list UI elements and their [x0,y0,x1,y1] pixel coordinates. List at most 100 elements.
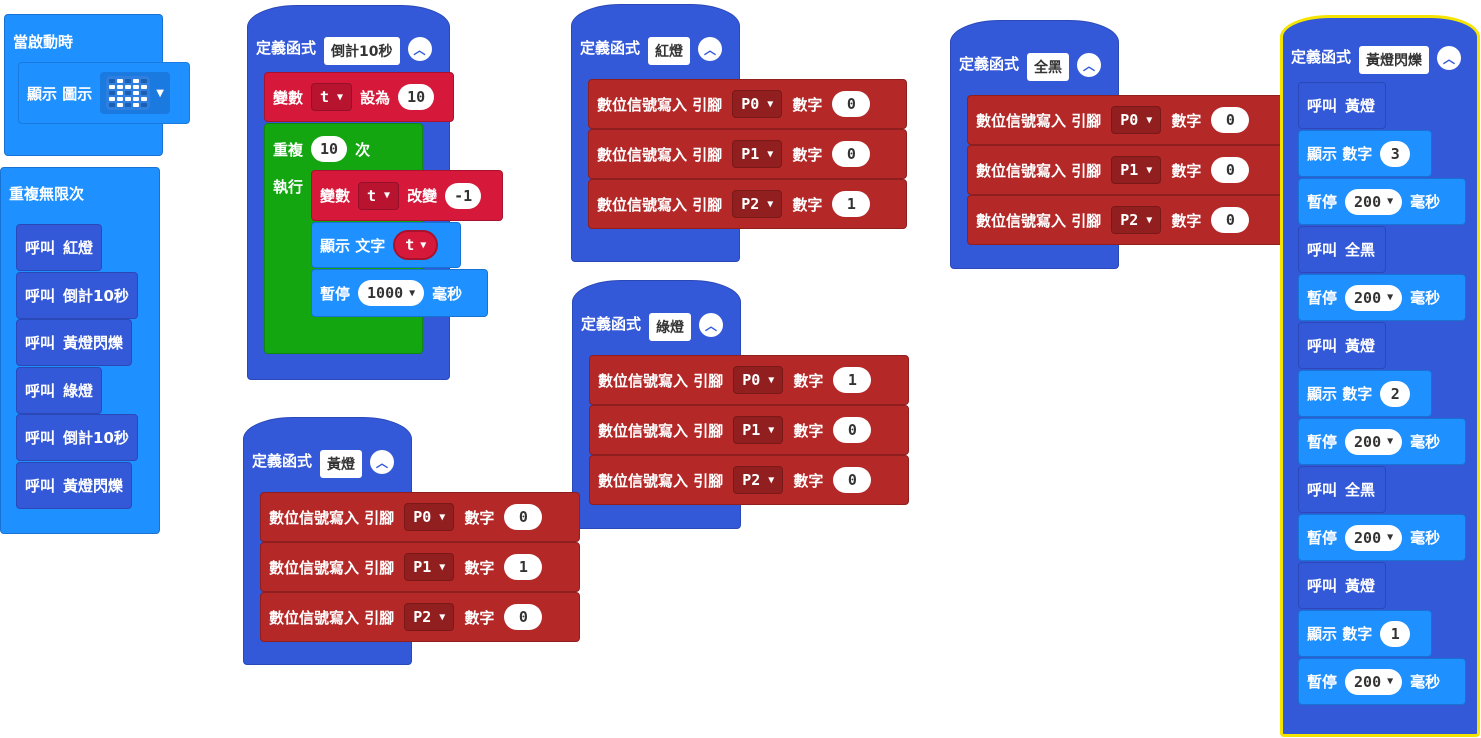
pin-dropdown[interactable]: P0▼ [732,90,783,118]
init-value-input[interactable]: 10 [398,84,435,110]
digital-value-input[interactable]: 0 [833,467,872,493]
collapse-button[interactable]: ︿ [370,450,395,474]
collapse-button[interactable]: ︿ [699,313,724,337]
call-block[interactable]: 呼叫黃燈 [1298,562,1386,609]
call-block[interactable]: 呼叫黃燈閃爍 [16,461,133,509]
pin-dropdown[interactable]: P0▼ [1111,106,1162,134]
pause-value-dropdown[interactable]: 200▼ [1345,188,1403,215]
pin-dropdown[interactable]: P1▼ [404,553,455,581]
call-block[interactable]: 呼叫倒計10秒 [16,271,138,319]
variable-reporter[interactable]: t▼ [393,230,439,260]
collapse-button[interactable]: ︿ [1077,53,1102,77]
number-label: 數字 [792,195,823,214]
repeat-label: 重複 [273,140,304,159]
function-name-field[interactable]: 全黑 [1027,53,1070,81]
call-block[interactable]: 呼叫全黑 [1298,226,1386,273]
show-text-block[interactable]: 顯示 文字 t▼ [311,222,461,268]
digital-value-input[interactable]: 1 [833,367,872,393]
collapse-button[interactable]: ︿ [1437,46,1462,70]
dropdown-arrow-icon: ▼ [1387,196,1394,207]
digital-value-input[interactable]: 0 [1211,207,1250,233]
digital-value-input[interactable]: 0 [1211,107,1250,133]
call-block[interactable]: 呼叫全黑 [1298,466,1386,513]
pause-block[interactable]: 暫停 1000▼ 毫秒 [311,269,488,317]
number-input[interactable]: 2 [1380,380,1411,407]
number-label: 數字 [464,508,495,527]
pin-value: P1 [742,421,761,439]
number-input[interactable]: 3 [1380,140,1411,167]
digital-value-input[interactable]: 0 [504,504,543,530]
pin-dropdown[interactable]: P2▼ [733,466,784,494]
pin-dropdown[interactable]: P2▼ [1111,206,1162,234]
pause-value-dropdown[interactable]: 200▼ [1345,668,1403,695]
pause-value-dropdown[interactable]: 200▼ [1345,284,1403,311]
repeat-times-input[interactable]: 10 [311,136,348,162]
digital-value-input[interactable]: 1 [504,554,543,580]
set-variable-block[interactable]: 變數 t▼ 設為 10 [264,72,454,122]
pin-dropdown[interactable]: P1▼ [732,140,783,168]
pause-value-dropdown[interactable]: 1000▼ [358,280,425,306]
call-block[interactable]: 呼叫黃燈 [1298,322,1386,369]
show-icon-block[interactable]: 顯示 圖示 ▼ [18,62,190,124]
digital-value-input[interactable]: 0 [832,91,871,117]
function-name-field[interactable]: 紅燈 [648,37,691,65]
change-value-input[interactable]: -1 [445,182,482,209]
icon-dropdown[interactable]: ▼ [100,72,170,114]
pin-dropdown[interactable]: P1▼ [1111,156,1162,184]
call-label: 呼叫 [25,239,56,257]
function-name-field[interactable]: 黃燈 [320,450,363,478]
number-label: 數字 [793,421,824,440]
digital-value-input[interactable]: 1 [832,191,871,217]
collapse-button[interactable]: ︿ [407,37,432,61]
pause-label: 暫停 [1307,289,1338,307]
call-block[interactable]: 呼叫紅燈 [16,224,103,271]
call-block[interactable]: 呼叫倒計10秒 [16,414,138,461]
call-block[interactable]: 呼叫黃燈閃爍 [16,319,133,366]
function-name-field[interactable]: 綠燈 [649,313,692,341]
pin-dropdown[interactable]: P0▼ [733,366,784,394]
function-name-field[interactable]: 黃燈閃爍 [1359,46,1430,74]
call-block[interactable]: 呼叫黃燈 [1298,82,1386,129]
number-input[interactable]: 1 [1380,620,1411,647]
call-target: 全黑 [1345,481,1376,499]
define-label: 定義函式 [1291,48,1352,66]
call-label: 呼叫 [1307,481,1338,499]
pin-dropdown[interactable]: P1▼ [733,416,784,444]
function-name-field[interactable]: 倒計10秒 [324,37,400,65]
change-variable-block[interactable]: 變數 t▼ 改變 -1 [311,170,503,221]
pause-value-dropdown[interactable]: 200▼ [1345,428,1403,455]
digital-value-input[interactable]: 0 [504,604,543,630]
pin-dropdown[interactable]: P2▼ [732,190,783,218]
digital-value-input[interactable]: 0 [1211,157,1250,183]
pin-dropdown[interactable]: P0▼ [404,503,455,531]
pause-value-dropdown[interactable]: 200▼ [1345,524,1403,551]
pin-dropdown[interactable]: P2▼ [404,603,455,631]
digital-value-input[interactable]: 0 [832,141,871,167]
digital-value-input[interactable]: 0 [833,417,872,443]
collapse-button[interactable]: ︿ [698,37,723,61]
call-block[interactable]: 呼叫綠燈 [16,366,103,414]
variable-dropdown[interactable]: t▼ [358,181,400,210]
led-pixel [141,85,148,89]
variable-dropdown[interactable]: t▼ [311,83,353,111]
